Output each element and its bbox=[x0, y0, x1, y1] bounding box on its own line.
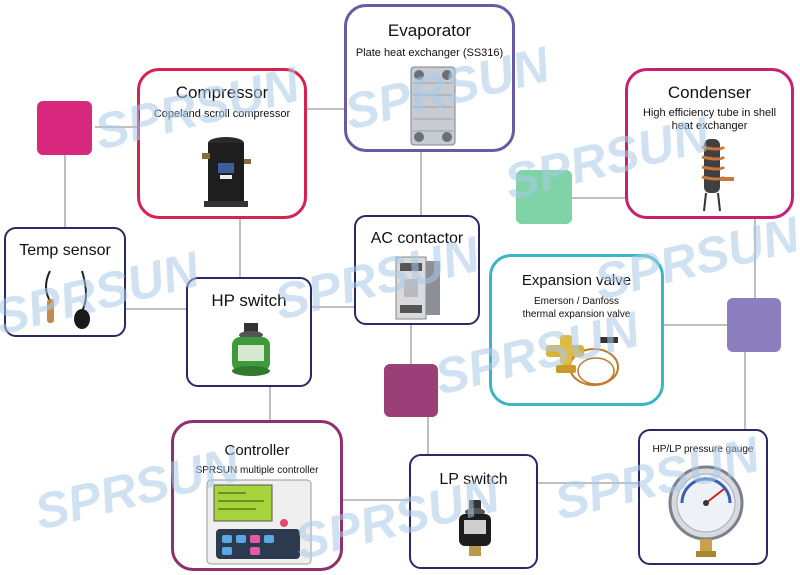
ac-contactor-title: AC contactor bbox=[370, 230, 464, 247]
compressor-subtitle: Copeland scroll compressor bbox=[153, 108, 291, 120]
hp-switch-box: HP switch bbox=[186, 277, 312, 387]
shell-tube-condenser-image bbox=[701, 139, 734, 212]
temperature-sensor-image bbox=[45, 270, 90, 329]
temp-sensor-box: Temp sensor bbox=[4, 227, 126, 337]
evaporator-box: Evaporator Plate heat exchanger (SS316) bbox=[344, 4, 515, 152]
pressure-gauge-box: HP/LP pressure gauge bbox=[638, 429, 768, 565]
scroll-compressor-image bbox=[202, 137, 251, 207]
low-pressure-switch-image bbox=[459, 500, 491, 556]
plum-connector-square bbox=[384, 364, 438, 417]
controller-box: Controller SPRSUN multiple controller bbox=[171, 420, 343, 571]
thermal-expansion-valve-image bbox=[546, 335, 619, 386]
hp-switch-title: HP switch bbox=[211, 291, 287, 310]
lp-switch-box: LP switch bbox=[409, 454, 538, 569]
expansion-valve-subtitle-line2: thermal expansion valve bbox=[522, 309, 631, 320]
controller-subtitle: SPRSUN multiple controller bbox=[195, 465, 319, 476]
high-pressure-switch-image bbox=[232, 323, 270, 376]
compressor-title: Compressor bbox=[175, 83, 269, 102]
lavender-connector-square bbox=[727, 298, 781, 352]
controller-title: Controller bbox=[224, 442, 290, 459]
controller-panel-image bbox=[206, 479, 312, 565]
plate-heat-exchanger-image bbox=[410, 66, 456, 146]
lp-switch-title: LP switch bbox=[439, 471, 508, 488]
contactor-image bbox=[395, 256, 440, 320]
ac-contactor-box: AC contactor bbox=[354, 215, 480, 325]
condenser-subtitle-line2: heat exchanger bbox=[671, 120, 748, 132]
green-connector-square bbox=[516, 170, 572, 224]
evaporator-subtitle: Plate heat exchanger (SS316) bbox=[355, 47, 504, 59]
magenta-connector-square bbox=[37, 101, 92, 155]
condenser-title: Condenser bbox=[667, 83, 752, 102]
evaporator-title: Evaporator bbox=[387, 21, 472, 40]
pressure-gauge-title: HP/LP pressure gauge bbox=[652, 444, 754, 455]
expansion-valve-subtitle-line1: Emerson / Danfoss bbox=[533, 296, 620, 307]
expansion-valve-title: Expansion valve bbox=[521, 272, 632, 289]
condenser-subtitle-line1: High efficiency tube in shell bbox=[642, 107, 777, 119]
pressure-gauge-image bbox=[668, 465, 744, 557]
expansion-valve-box: Expansion valve Emerson / Danfoss therma… bbox=[489, 254, 664, 406]
condenser-box: Condenser High efficiency tube in shell … bbox=[625, 68, 794, 219]
compressor-box: Compressor Copeland scroll compressor bbox=[137, 68, 307, 219]
temp-sensor-title: Temp sensor bbox=[19, 242, 111, 259]
